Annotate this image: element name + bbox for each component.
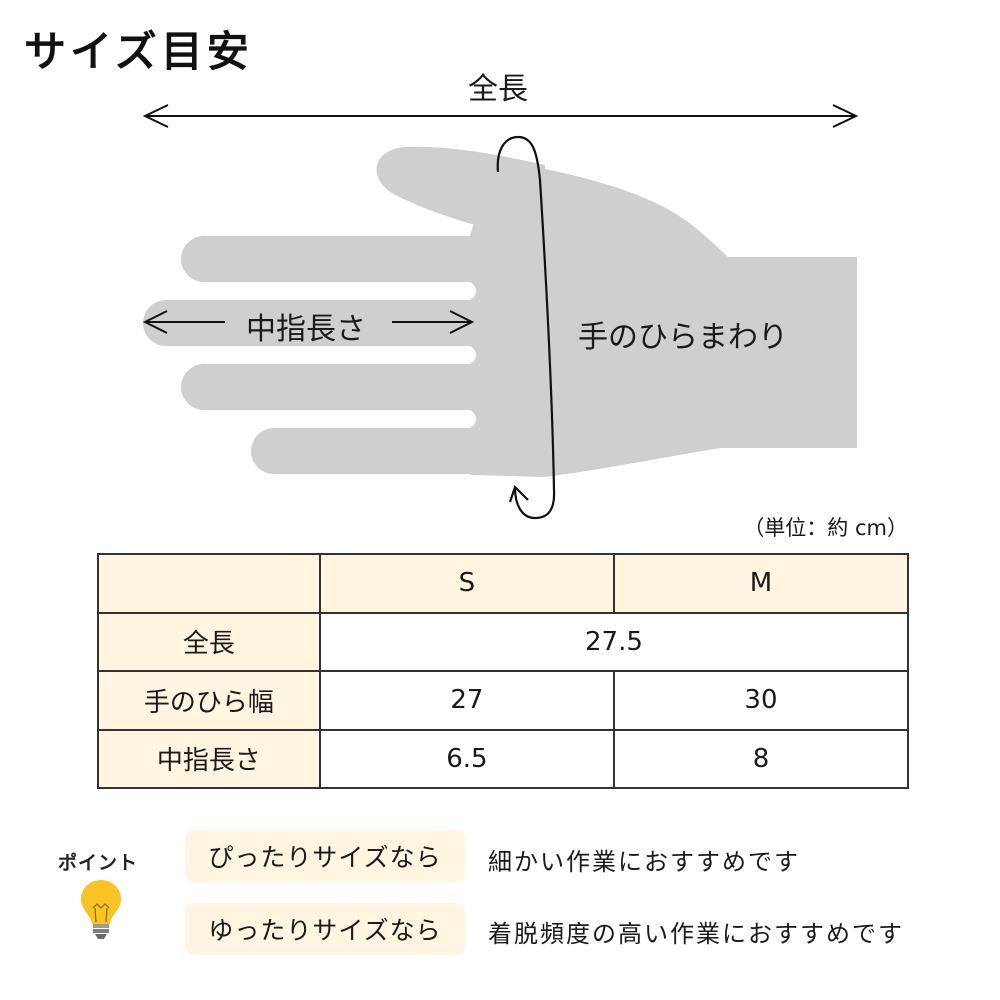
loose-size-description: 着脱頻度の高い作業におすすめです <box>488 920 904 948</box>
palm-circumference-arrow <box>496 135 556 520</box>
palm-circumference-label: 手のひらまわり <box>578 320 788 355</box>
column-header-m: M <box>612 553 910 614</box>
table-row: 中指長さ 6.5 8 <box>97 728 910 789</box>
point-label: ポイント <box>58 852 139 874</box>
table-row: 全長 27.5 <box>97 611 910 672</box>
cell-total-length: 27.5 <box>318 611 910 672</box>
unit-note: （単位：約 cm） <box>743 516 908 540</box>
table-corner-cell <box>97 553 321 614</box>
snug-size-tag: ぴったりサイズなら <box>185 830 465 882</box>
loose-size-tag: ゆったりサイズなら <box>185 903 465 955</box>
middle-finger-arrows <box>142 310 475 334</box>
cell-palm-width-m: 30 <box>612 670 910 731</box>
lightbulb-icon <box>81 880 121 939</box>
total-length-arrow <box>142 104 859 128</box>
column-header-s: S <box>318 553 615 614</box>
hand-silhouette <box>143 146 857 477</box>
table-header-row: S M <box>97 553 910 614</box>
row-header-palm-width: 手のひら幅 <box>97 670 321 731</box>
cell-middle-finger-m: 8 <box>612 728 910 789</box>
hand-diagram <box>142 104 859 520</box>
table-row: 手のひら幅 27 30 <box>97 670 910 731</box>
row-header-middle-finger: 中指長さ <box>97 728 321 789</box>
middle-finger-label: 中指長さ <box>246 312 366 347</box>
cell-middle-finger-s: 6.5 <box>318 728 615 789</box>
size-table: S M 全長 27.5 手のひら幅 27 30 中指長さ 6.5 8 <box>97 553 910 789</box>
row-header-total-length: 全長 <box>97 611 321 672</box>
cell-palm-width-s: 27 <box>318 670 615 731</box>
snug-size-description: 細かい作業におすすめです <box>488 848 800 876</box>
page-title: サイズ目安 <box>24 27 253 76</box>
total-length-label: 全長 <box>468 72 528 107</box>
